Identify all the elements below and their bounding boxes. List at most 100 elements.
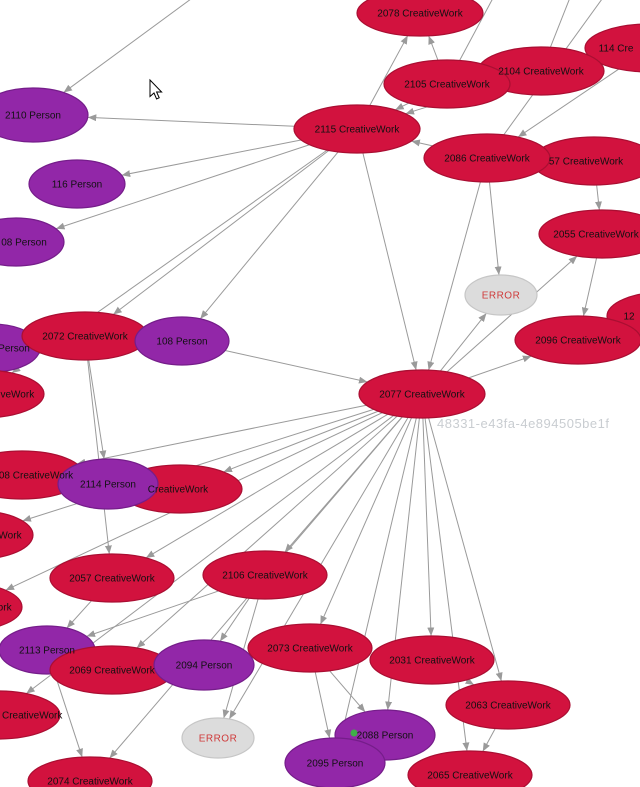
graph-edge xyxy=(145,413,389,559)
node-ellipse[interactable] xyxy=(153,639,255,691)
graph-edge xyxy=(88,359,107,460)
node-ellipse[interactable] xyxy=(284,737,386,787)
node-label: 2073 CreativeWork xyxy=(267,644,353,655)
node-ellipse[interactable] xyxy=(356,0,484,37)
graph-node-2063[interactable] xyxy=(445,680,571,730)
graph-node-2078[interactable] xyxy=(356,0,484,37)
node-label: 2057 CreativeWork xyxy=(69,574,155,585)
graph-node-err2[interactable] xyxy=(181,717,255,759)
node-label: 2113 Person xyxy=(19,646,75,657)
graph-node-2031[interactable] xyxy=(369,635,495,685)
node-label: CreativeWork xyxy=(148,485,209,496)
node-ellipse[interactable] xyxy=(0,217,65,267)
node-ellipse[interactable] xyxy=(27,756,153,787)
node-ellipse[interactable] xyxy=(247,623,373,673)
graph-node-2077[interactable] xyxy=(358,369,486,419)
node-ellipse[interactable] xyxy=(0,370,45,418)
node-label: ERROR xyxy=(482,291,521,302)
node-ellipse[interactable] xyxy=(49,553,175,603)
node-ellipse[interactable] xyxy=(407,750,533,787)
node-label: 2055 CreativeWork xyxy=(553,230,639,241)
node-ellipse[interactable] xyxy=(134,316,230,366)
node-label: 2031 CreativeWork xyxy=(389,656,475,667)
graph-node-2110[interactable] xyxy=(0,87,89,143)
graph-edge xyxy=(394,102,410,111)
graph-node-5cw[interactable] xyxy=(0,690,61,740)
graph-node-2106[interactable] xyxy=(202,550,328,600)
graph-node-2115[interactable] xyxy=(293,104,421,154)
node-label: 2088 Person xyxy=(357,731,414,742)
graph-edge xyxy=(339,417,417,739)
graph-node-2057[interactable] xyxy=(49,553,175,603)
graph-node-cwl1[interactable] xyxy=(0,370,45,418)
node-ellipse[interactable] xyxy=(538,209,640,259)
graph-node-2086[interactable] xyxy=(423,133,551,183)
node-label: 114 Cre xyxy=(599,44,634,55)
graph-node-2094[interactable] xyxy=(153,639,255,691)
graph-node-2074[interactable] xyxy=(27,756,153,787)
graph-edge xyxy=(66,600,92,629)
node-label: 2095 Person xyxy=(307,759,364,770)
edges-layer xyxy=(5,0,630,759)
graph-node-2105[interactable] xyxy=(383,59,511,109)
node-label: 2065 CreativeWork xyxy=(427,771,513,782)
node-ellipse[interactable] xyxy=(358,369,486,419)
node-ellipse[interactable] xyxy=(514,315,640,365)
graph-node-2114[interactable] xyxy=(57,458,159,510)
graph-node-2055[interactable] xyxy=(538,209,640,259)
node-label: 5 CreativeWork xyxy=(0,711,63,722)
graph-edge xyxy=(76,404,367,466)
graph-edge xyxy=(428,417,503,682)
graph-node-2096[interactable] xyxy=(514,315,640,365)
graph-edge xyxy=(121,139,302,178)
node-label: 2063 CreativeWork xyxy=(465,701,551,712)
node-ellipse[interactable] xyxy=(0,87,89,143)
node-ellipse[interactable] xyxy=(584,23,640,73)
graph-node-cwl3[interactable] xyxy=(0,584,23,630)
node-ellipse[interactable] xyxy=(28,159,126,209)
node-ellipse[interactable] xyxy=(423,133,551,183)
node-ellipse[interactable] xyxy=(0,584,23,630)
graph-edge xyxy=(427,181,481,371)
graph-node-108[interactable] xyxy=(134,316,230,366)
node-label: 2114 Person xyxy=(80,480,136,491)
graph-edge xyxy=(422,417,435,637)
graph-node-114[interactable] xyxy=(584,23,640,73)
graph-edge xyxy=(54,673,83,758)
graph-edge xyxy=(488,181,502,276)
graph-node-err1[interactable] xyxy=(464,274,538,316)
graph-edge xyxy=(482,728,496,752)
graph-node-08p[interactable] xyxy=(0,217,65,267)
node-label: 2104 CreativeWork xyxy=(498,67,584,78)
node-ellipse[interactable] xyxy=(464,274,538,316)
node-ellipse[interactable] xyxy=(202,550,328,600)
graph-edge xyxy=(136,415,398,649)
graph-edge xyxy=(459,0,493,61)
graph-edge xyxy=(329,670,366,713)
graph-node-2095[interactable] xyxy=(284,737,386,787)
node-ellipse[interactable] xyxy=(293,104,421,154)
graph-node-2065[interactable] xyxy=(407,750,533,787)
node-ellipse[interactable] xyxy=(0,690,61,740)
node-ellipse[interactable] xyxy=(181,717,255,759)
node-ellipse[interactable] xyxy=(445,680,571,730)
graph-edge xyxy=(86,590,219,637)
node-label: Person xyxy=(0,344,30,355)
graph-edge xyxy=(362,152,418,371)
node-ellipse[interactable] xyxy=(383,59,511,109)
node-label: 08 CreativeWork xyxy=(0,471,74,482)
node-label: Work xyxy=(0,531,23,542)
node-label: 2077 CreativeWork xyxy=(379,390,465,401)
graph-edge xyxy=(199,151,339,320)
node-label: 2072 CreativeWork xyxy=(42,332,128,343)
graph-node-2073[interactable] xyxy=(247,623,373,673)
graph-node-cwl2[interactable] xyxy=(0,511,34,559)
node-ellipse[interactable] xyxy=(0,511,34,559)
node-ellipse[interactable] xyxy=(57,458,159,510)
node-ellipse[interactable] xyxy=(369,635,495,685)
graph-edge xyxy=(87,359,112,555)
graph-node-116[interactable] xyxy=(28,159,126,209)
